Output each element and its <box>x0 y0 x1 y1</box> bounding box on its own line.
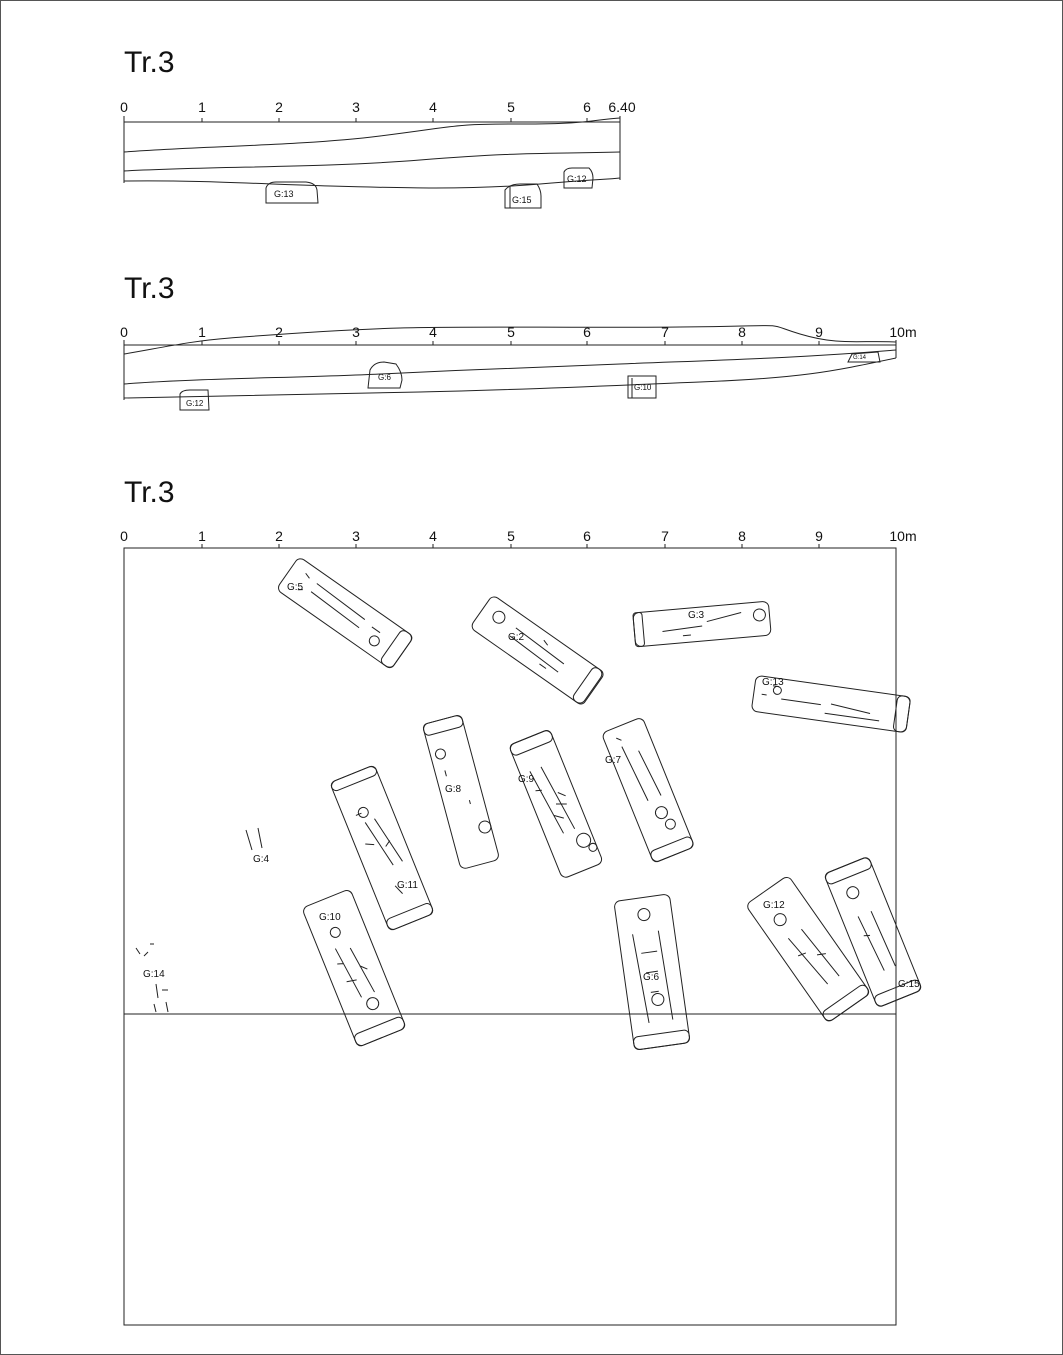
scale-tick: 10m <box>889 528 917 544</box>
scale-tick: 4 <box>429 99 437 115</box>
section-2-profile <box>123 325 897 400</box>
grave-g14 <box>135 943 169 1013</box>
scale-tick: 0 <box>120 99 128 115</box>
section-2-grave-g14 <box>847 351 881 363</box>
section-2-grave-g10 <box>627 375 657 399</box>
grave-g6 <box>614 894 691 1051</box>
section-1-grave-g15 <box>504 183 542 209</box>
grave-g10 <box>303 890 406 1047</box>
scale-tick: 3 <box>352 99 360 115</box>
grave-label: G:10 <box>319 912 341 923</box>
scale-tick: 1 <box>198 528 206 544</box>
grave-g8 <box>422 715 499 869</box>
grave-label: G:8 <box>445 784 462 795</box>
grave-label: G:7 <box>605 755 622 766</box>
scale-tick: 5 <box>507 324 515 340</box>
scale-tick: 9 <box>815 528 823 544</box>
scale-tick: 7 <box>661 324 669 340</box>
section-1-grave-g12 <box>563 167 594 189</box>
grave-label: G:3 <box>688 610 705 621</box>
scale-tick: 5 <box>507 99 515 115</box>
scale-tick: 2 <box>275 324 283 340</box>
scale-tick: 6 <box>583 324 591 340</box>
grave-label: G:2 <box>508 632 525 643</box>
scale-tick: 1 <box>198 324 206 340</box>
grave-g5 <box>278 558 413 669</box>
section-1-grave-g13 <box>265 181 319 204</box>
scale-tick: 5 <box>507 528 515 544</box>
section-1-title: Tr.3 <box>124 46 175 79</box>
scale-tick: 3 <box>352 324 360 340</box>
grave-label: G:14 <box>853 355 867 361</box>
grave-label: G:12 <box>763 900 785 911</box>
grave-label: G:12 <box>186 399 204 408</box>
grave-g12 <box>747 876 870 1022</box>
grave-label: G:4 <box>253 854 270 865</box>
grave-label: G:11 <box>397 880 418 891</box>
scale-tick: 6 <box>583 528 591 544</box>
section-2-grave-g6 <box>367 361 403 389</box>
grave-label: G:6 <box>378 373 391 382</box>
grave-g7 <box>602 718 694 863</box>
grave-g13 <box>751 675 911 733</box>
scale-tick: 1 <box>198 99 206 115</box>
scale-tick: 9 <box>815 324 823 340</box>
grave-label: G:6 <box>643 972 660 983</box>
grave-label: G:13 <box>274 189 294 199</box>
grave-g11 <box>330 765 434 931</box>
scale-tick: 6.40 <box>608 99 636 115</box>
scale-tick: 2 <box>275 99 283 115</box>
scale-tick: 2 <box>275 528 283 544</box>
plan-outline <box>123 544 897 1326</box>
scale-tick: 10m <box>889 324 917 340</box>
scale-tick: 0 <box>120 528 128 544</box>
grave-label: G:13 <box>762 677 784 688</box>
grave-g2 <box>471 596 604 705</box>
section-3-title: Tr.3 <box>124 476 175 509</box>
grave-g3 <box>632 601 772 648</box>
scale-tick: 0 <box>120 324 128 340</box>
grave-label: G:10 <box>634 383 652 392</box>
grave-label: G:15 <box>512 195 532 205</box>
grave-g4 <box>245 827 263 851</box>
grave-g9 <box>509 730 603 878</box>
section-2-grave-g12 <box>179 389 210 411</box>
grave-label: G:15 <box>898 979 920 990</box>
scale-tick: 6 <box>583 99 591 115</box>
grave-label: G:9 <box>518 774 535 785</box>
scale-tick: 8 <box>738 528 746 544</box>
section-2-title: Tr.3 <box>124 272 175 305</box>
scale-tick: 4 <box>429 528 437 544</box>
grave-label: G:12 <box>567 174 587 184</box>
grave-g15 <box>824 857 922 1007</box>
scale-tick: 3 <box>352 528 360 544</box>
scale-tick: 8 <box>738 324 746 340</box>
section-1-profile <box>123 116 621 189</box>
scale-tick: 7 <box>661 528 669 544</box>
grave-label: G:14 <box>143 969 165 980</box>
grave-label: G:5 <box>287 582 304 593</box>
scale-tick: 4 <box>429 324 437 340</box>
